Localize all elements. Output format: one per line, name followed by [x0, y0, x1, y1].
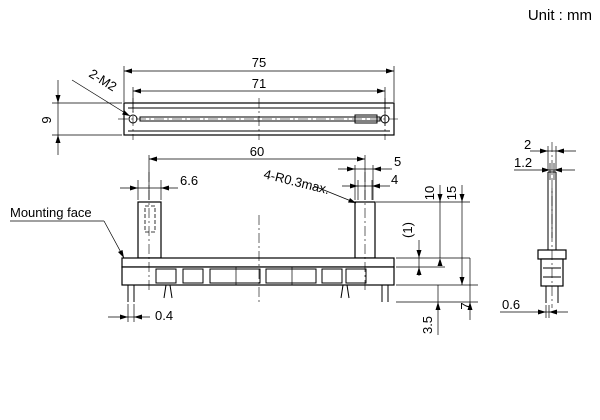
leader-radius — [313, 185, 357, 204]
dim-side-0-6 — [500, 305, 568, 318]
dim-s12: 1.2 — [514, 155, 532, 170]
base-terminal-block — [121, 266, 395, 286]
dim-d5: 5 — [394, 154, 401, 169]
dim-0-4 — [108, 304, 150, 322]
label-mounting-face: Mounting face — [10, 205, 92, 220]
dim-s2: 2 — [524, 137, 531, 152]
base-body — [121, 257, 395, 268]
dim-body-width: 9 — [39, 116, 54, 123]
dim-vertical-stack — [376, 185, 478, 335]
dim-9 — [52, 80, 122, 155]
leader-screw-holes — [71, 79, 131, 117]
dim-5 — [338, 165, 392, 200]
dim-side-2 — [530, 146, 576, 170]
dim-60 — [148, 155, 366, 200]
label-radius: 4-R0.3max. — [262, 166, 331, 197]
side-view — [537, 142, 567, 308]
front-view — [121, 172, 395, 305]
label-screw-holes: 2-M2 — [86, 66, 119, 94]
dim-mount-pitch: 71 — [252, 76, 266, 91]
dim-overall-length: 75 — [252, 55, 266, 70]
unit-label: Unit : mm — [528, 7, 592, 24]
dim-side-1-2 — [514, 163, 575, 180]
lever-left — [137, 201, 162, 259]
dim-s06: 0.6 — [502, 297, 520, 312]
dim-h1: (1) — [400, 222, 415, 238]
dim-t04: 0.4 — [155, 308, 173, 323]
leader-mounting-face — [10, 220, 125, 259]
dim-h7: 7 — [458, 302, 473, 309]
dim-travel: 60 — [250, 144, 264, 159]
dim-4 — [342, 180, 390, 200]
dim-h10: 10 — [422, 186, 437, 200]
dim-75 — [123, 66, 395, 102]
dim-d4: 4 — [391, 172, 398, 187]
dim-lever-width: 6.6 — [180, 173, 198, 188]
dim-71 — [132, 87, 386, 112]
top-view — [118, 98, 400, 140]
dim-h15: 15 — [444, 186, 459, 200]
dim-6-6 — [120, 180, 178, 200]
dim-h35: 3.5 — [420, 316, 435, 334]
